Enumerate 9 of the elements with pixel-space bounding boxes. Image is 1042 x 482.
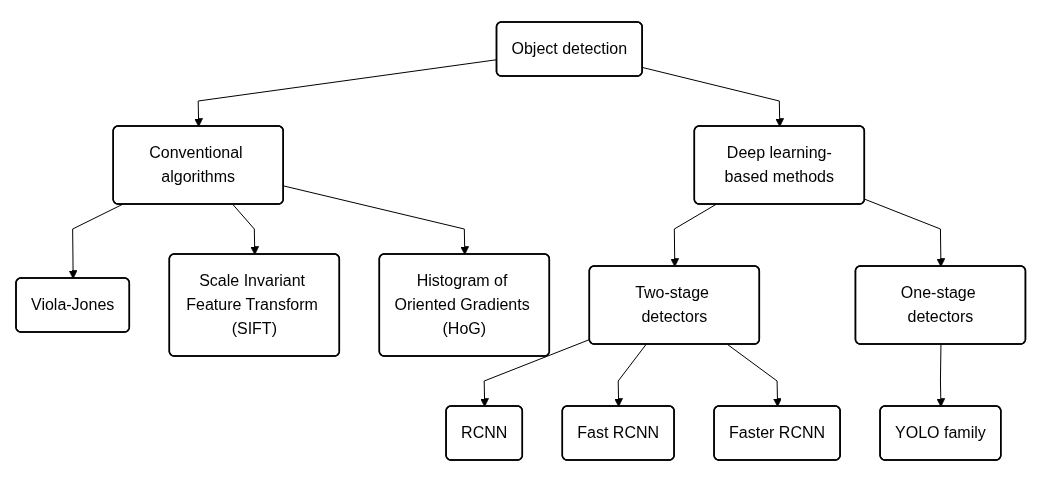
arrow bbox=[68, 204, 123, 279]
arrow bbox=[283, 185, 470, 255]
arrow bbox=[670, 204, 717, 267]
arrow bbox=[232, 204, 260, 255]
arrow bbox=[864, 198, 946, 267]
arrow bbox=[936, 344, 946, 407]
arrow bbox=[642, 67, 785, 127]
arrow bbox=[614, 344, 647, 407]
arrow bbox=[727, 344, 783, 407]
